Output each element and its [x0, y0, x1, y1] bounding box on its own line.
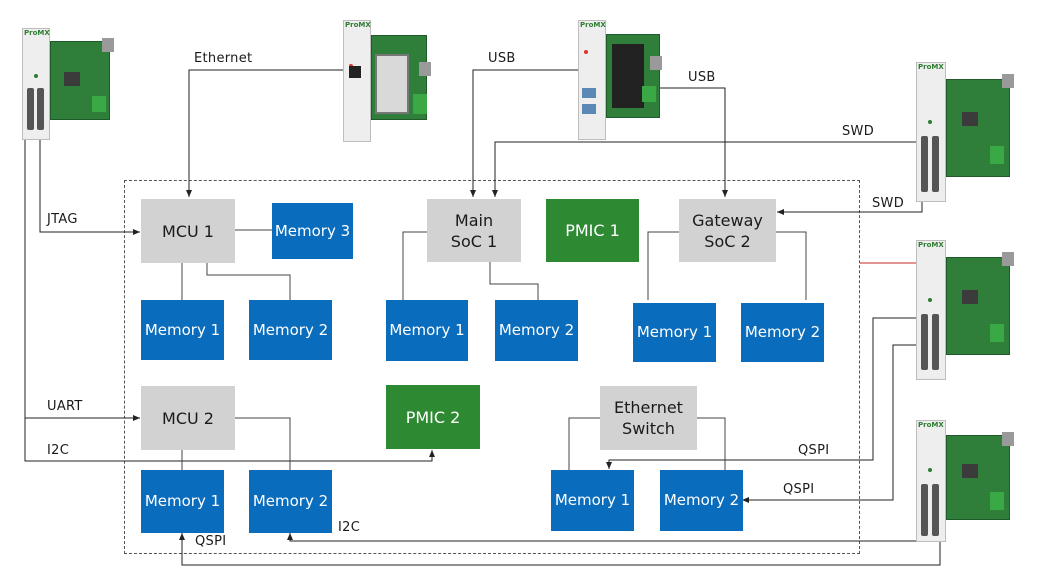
swd-link-main [492, 141, 922, 197]
soc1-memory1-label: Memory 1 [389, 321, 465, 339]
tool-card-usb-icon: ProMX [578, 20, 664, 140]
pmic2-label: PMIC 2 [405, 407, 461, 427]
mcu2-label: MCU 2 [162, 408, 214, 428]
soc2-memory1-block: Memory 1 [633, 303, 716, 362]
label-i2c-bottom: I2C [338, 520, 361, 535]
soc2-memory1-label: Memory 1 [636, 323, 713, 341]
main-soc-label: Main SoC 1 [450, 210, 498, 251]
label-uart: UART [47, 399, 83, 414]
i2c-link-pmic [24, 418, 435, 462]
label-usb-left: USB [488, 51, 516, 66]
label-swd-mid: SWD [872, 196, 905, 211]
mcu2-memory2-block: Memory 2 [249, 470, 332, 533]
tool-card-qspi-lower-icon: ProMX [916, 420, 1014, 542]
tool-card-left-icon: ProMX [22, 28, 114, 140]
gateway-soc-label: Gateway SoC 2 [692, 210, 763, 251]
i2c-link-memory [287, 533, 923, 542]
mcu1-block: MCU 1 [141, 199, 235, 263]
switch-memory2-block: Memory 2 [660, 470, 743, 531]
label-usb-right: USB [688, 70, 716, 85]
usb-link-main [470, 69, 590, 197]
main-soc-block: Main SoC 1 [427, 199, 521, 262]
label-qspi-lower: QSPI [783, 482, 815, 497]
label-i2c-left: I2C [47, 443, 70, 458]
soc2-memory2-block: Memory 2 [741, 303, 824, 362]
mcu1-label: MCU 1 [162, 221, 214, 241]
tool-card-swd-icon: ProMX [916, 62, 1014, 202]
tool-card-qspi-upper-icon: ProMX [916, 240, 1014, 380]
ethernet-link [186, 69, 352, 197]
mcu1-memory3-label: Memory 3 [274, 221, 351, 240]
mcu2-memory1-label: Memory 1 [144, 492, 221, 510]
gateway-soc-block: Gateway SoC 2 [679, 199, 776, 262]
label-swd-top: SWD [842, 124, 875, 139]
qspi-link-upper [606, 317, 922, 469]
uart-link [24, 140, 140, 421]
label-ethernet: Ethernet [194, 51, 253, 66]
mcu1-memory1-label: Memory 1 [144, 320, 221, 339]
ecu-boundary [124, 180, 860, 554]
mcu1-memory3-block: Memory 3 [272, 203, 353, 259]
label-qspi-bottom: QSPI [195, 534, 227, 549]
mcu2-memory1-block: Memory 1 [141, 470, 224, 533]
mcu1-memory2-label: Memory 2 [252, 320, 329, 339]
ethernet-switch-label: Ethernet Switch [614, 398, 683, 438]
soc1-memory2-block: Memory 2 [495, 300, 578, 361]
soc1-memory2-label: Memory 2 [498, 321, 575, 339]
mcu1-memory2-block: Memory 2 [249, 300, 332, 360]
jtag-link [39, 140, 140, 235]
label-qspi-upper: QSPI [798, 443, 830, 458]
mcu2-memory2-label: Memory 2 [252, 492, 329, 510]
soc2-memory2-label: Memory 2 [744, 323, 821, 341]
mcu1-memory1-block: Memory 1 [141, 300, 224, 360]
pmic1-label: PMIC 1 [565, 221, 620, 240]
label-jtag: JTAG [47, 212, 78, 227]
tool-card-ethernet-icon: ProMX [343, 20, 431, 142]
switch-memory1-label: Memory 1 [554, 491, 631, 509]
pmic2-block: PMIC 2 [386, 385, 480, 449]
qspi-link-lower [742, 344, 922, 503]
qspi-link-memory [179, 533, 941, 566]
switch-memory1-block: Memory 1 [551, 470, 634, 531]
switch-memory2-label: Memory 2 [663, 491, 740, 509]
soc1-memory1-block: Memory 1 [386, 300, 468, 361]
mcu2-block: MCU 2 [141, 386, 235, 450]
ethernet-switch-block: Ethernet Switch [600, 386, 697, 450]
pmic1-block: PMIC 1 [546, 199, 639, 262]
